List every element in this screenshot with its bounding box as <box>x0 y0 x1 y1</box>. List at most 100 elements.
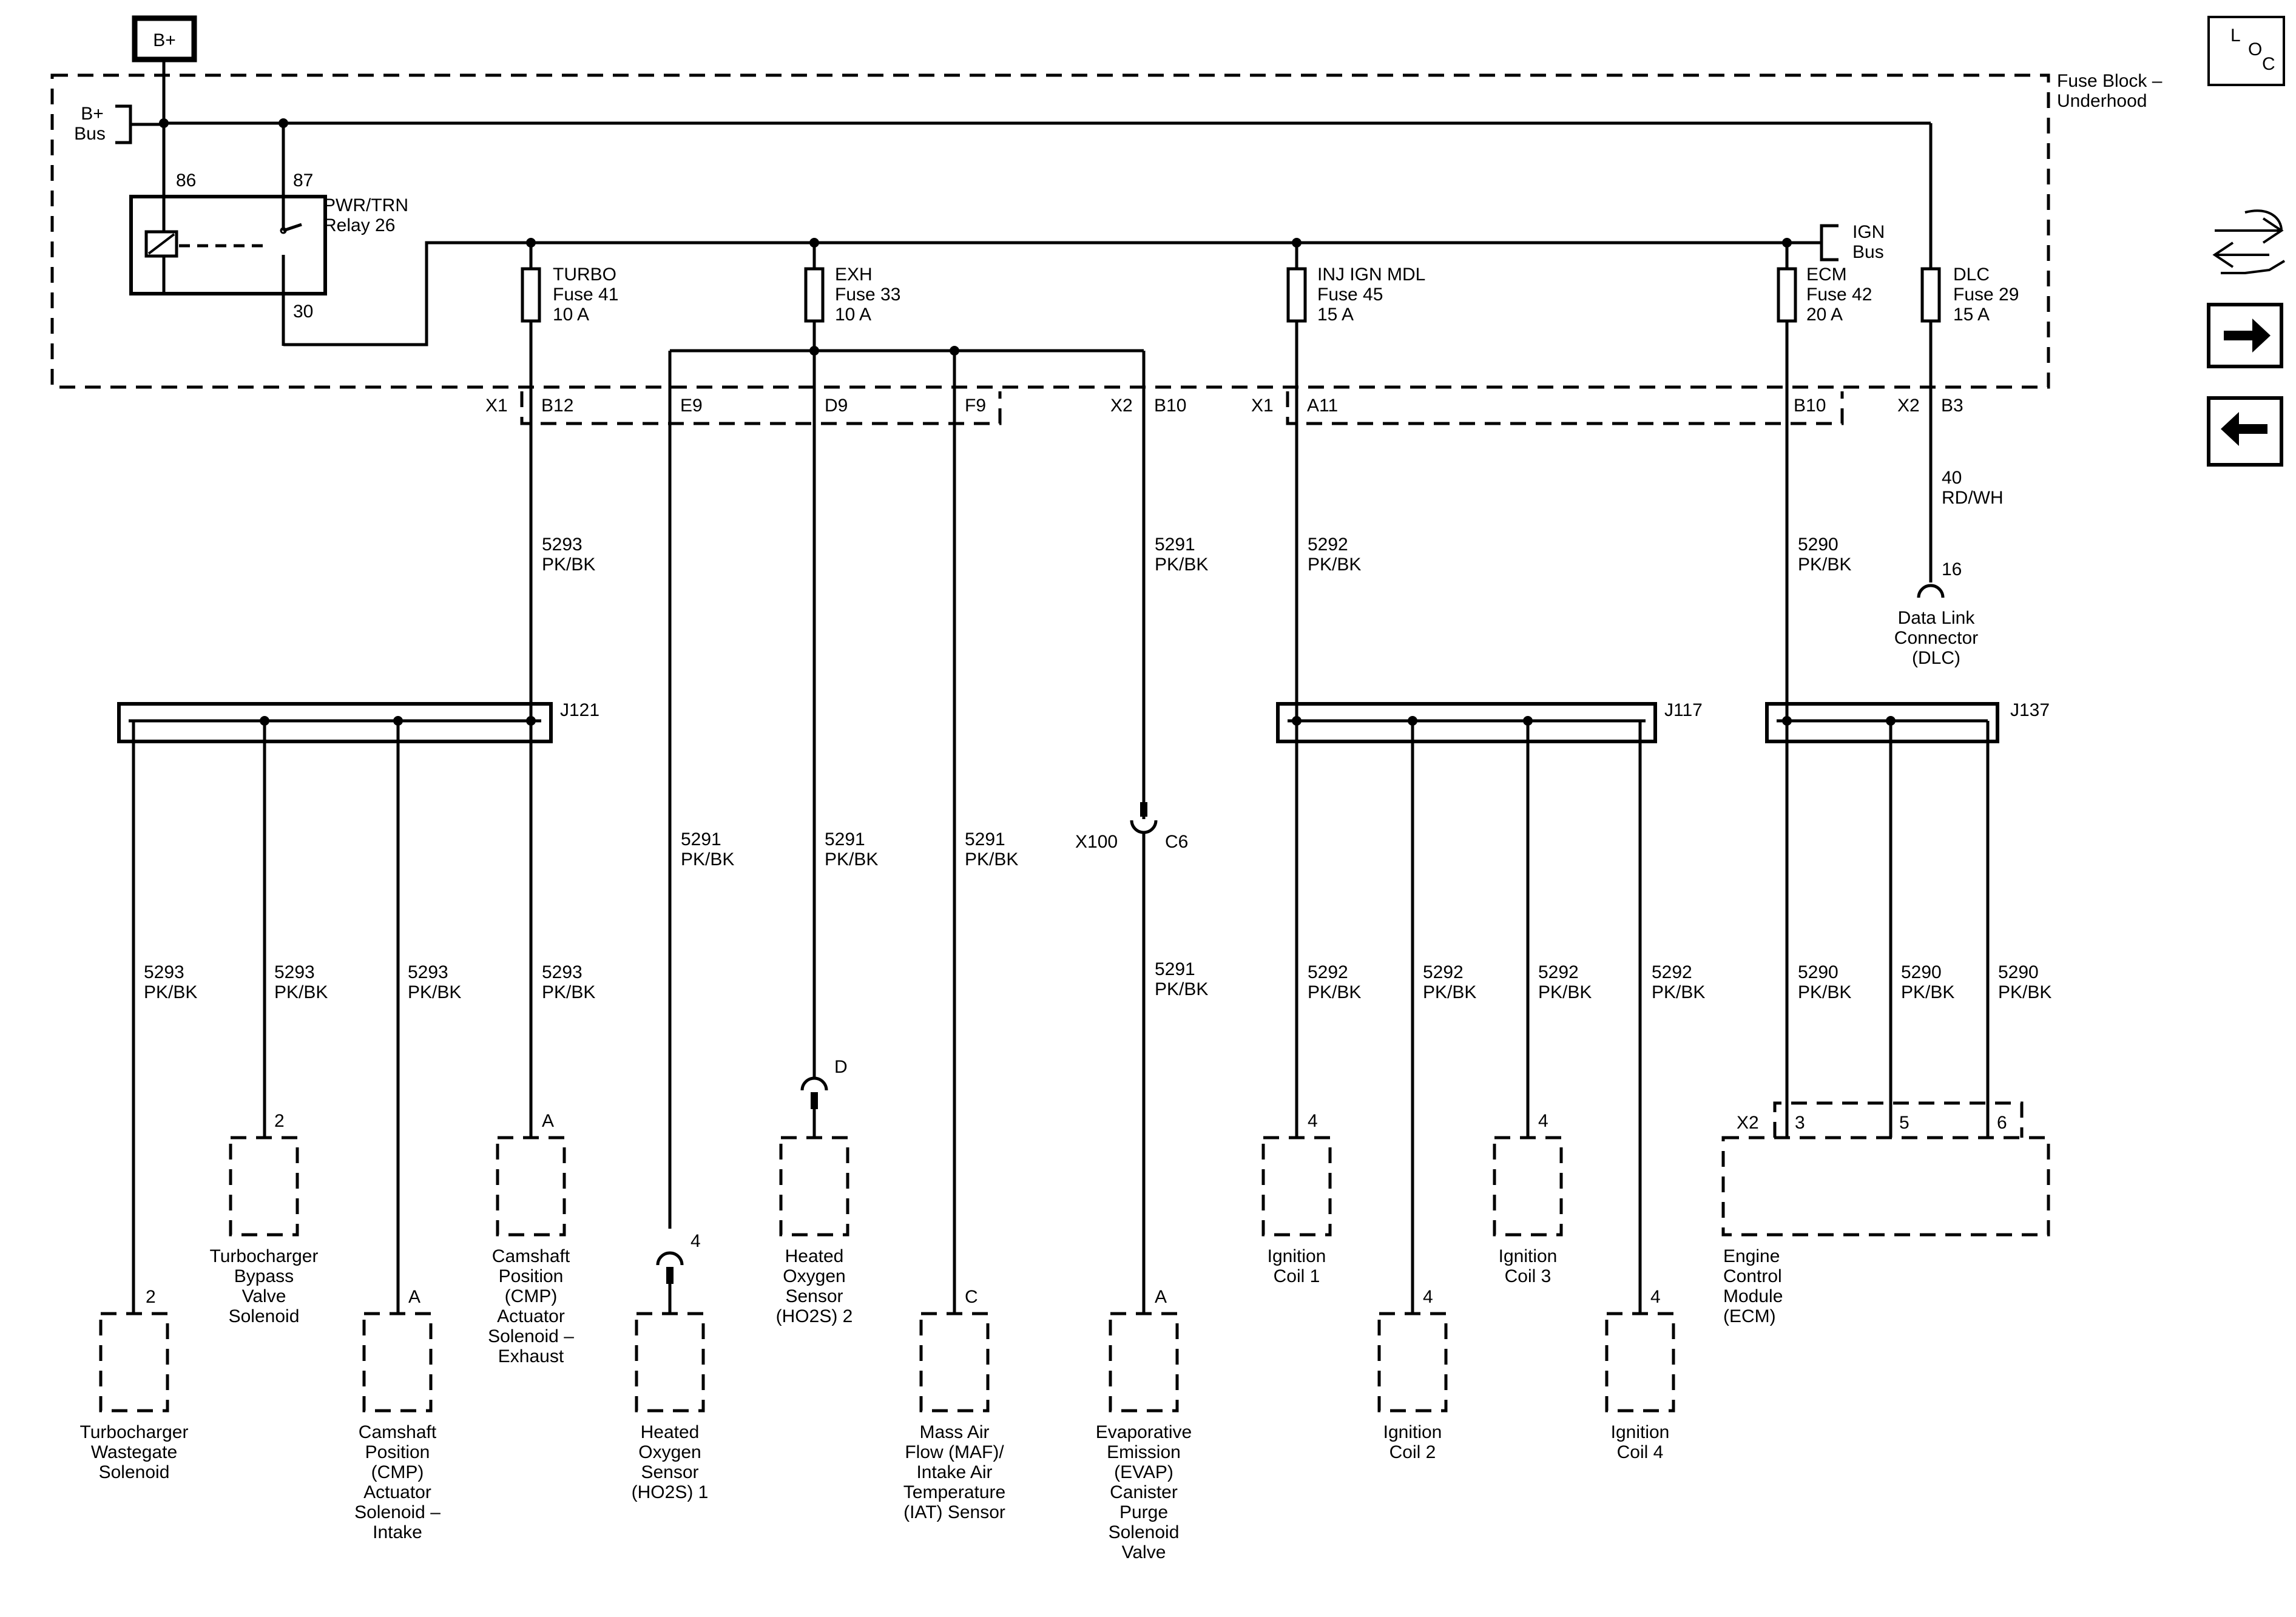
ecm-connector-x2 <box>1773 1101 2024 1138</box>
ign-bus-label-1: IGN <box>1852 222 1885 242</box>
wire-5290-upper-l2: PK/BK <box>1798 555 1851 575</box>
ignition-coil-4 <box>1605 1312 1675 1413</box>
connector-x1-left <box>520 391 1002 425</box>
svg-text:Solenoid –: Solenoid – <box>354 1502 441 1522</box>
svg-text:Evaporative: Evaporative <box>1096 1422 1192 1442</box>
wire-5293-c-l2: PK/BK <box>408 982 461 1002</box>
pin-ho2s2: D <box>834 1057 848 1077</box>
svg-text:Emission: Emission <box>1107 1442 1181 1462</box>
label-coil4: Ignition Coil 4 <box>1611 1422 1670 1462</box>
wire-5291-ho2s2-l2: PK/BK <box>825 849 878 869</box>
svg-text:Intake: Intake <box>373 1522 422 1542</box>
fuse-ecm-l3: 20 A <box>1806 305 1843 325</box>
c6-label: C6 <box>1165 832 1188 852</box>
turbo-wastegate-solenoid <box>99 1312 169 1413</box>
pin-ecm-6: 6 <box>1997 1113 2007 1133</box>
wire-5291-evap-l2: PK/BK <box>1155 979 1208 999</box>
conn-x1-left: X1 <box>485 396 508 416</box>
svg-text:Heated: Heated <box>641 1422 700 1442</box>
pin-maf: C <box>965 1287 978 1307</box>
wire-5291-evap-l1: 5291 <box>1155 959 1195 979</box>
svg-text:Coil 4: Coil 4 <box>1617 1442 1664 1462</box>
svg-text:(HO2S) 1: (HO2S) 1 <box>632 1482 709 1502</box>
bplus-badge: B+ <box>132 15 197 62</box>
svg-text:Exhaust: Exhaust <box>498 1346 564 1366</box>
svg-text:Position: Position <box>365 1442 430 1462</box>
fuse-exh <box>804 243 825 351</box>
wrench-arrows-icon[interactable] <box>2212 209 2286 274</box>
conn-b10-right: B10 <box>1794 396 1826 416</box>
pin-ecm-5: 5 <box>1899 1113 1909 1133</box>
dlc-terminal <box>1917 584 1945 598</box>
wire-40-l2: RD/WH <box>1942 488 2004 508</box>
pin-coil4: 4 <box>1650 1287 1661 1307</box>
wire-5291-maf-l2: PK/BK <box>965 849 1018 869</box>
wire-5291-ho2s2-l1: 5291 <box>825 829 865 849</box>
wire-5293-b-l1: 5293 <box>274 962 315 982</box>
relay-pin-86: 86 <box>176 170 196 191</box>
svg-text:Solenoid: Solenoid <box>229 1306 300 1326</box>
svg-text:(IAT) Sensor: (IAT) Sensor <box>903 1502 1005 1522</box>
fuse-block-enclosure <box>50 73 2050 389</box>
pin-bypass: 2 <box>274 1111 285 1131</box>
relay-name-2: Relay 26 <box>323 215 395 235</box>
svg-text:(HO2S) 2: (HO2S) 2 <box>776 1306 853 1326</box>
svg-text:Ignition: Ignition <box>1383 1422 1442 1442</box>
wire-5293-upper-l1: 5293 <box>542 535 582 555</box>
svg-text:Engine: Engine <box>1723 1246 1780 1266</box>
fuse-turbo-l1: TURBO <box>553 265 616 285</box>
fuse-block-title-1: Fuse Block – <box>2057 71 2163 91</box>
fuse-dlc-l3: 15 A <box>1953 305 1990 325</box>
bplus-bus-label-2: Bus <box>74 124 106 144</box>
wire-5290-b-l2: PK/BK <box>1901 982 1954 1002</box>
splice-j137-label: J137 <box>2010 700 2050 720</box>
svg-text:Valve: Valve <box>242 1286 286 1306</box>
wire-5291-ho2s1-l1: 5291 <box>681 829 721 849</box>
svg-text:(ECM): (ECM) <box>1723 1306 1776 1326</box>
splice-j121-label: J121 <box>560 700 599 720</box>
svg-text:Sensor: Sensor <box>785 1286 843 1306</box>
svg-text:Position: Position <box>499 1266 564 1286</box>
svg-text:Turbocharger: Turbocharger <box>80 1422 189 1442</box>
svg-text:Camshaft: Camshaft <box>359 1422 437 1442</box>
conn-x2-right: X2 <box>1897 396 1920 416</box>
svg-text:Camshaft: Camshaft <box>492 1246 570 1266</box>
label-coil3: Ignition Coil 3 <box>1499 1246 1558 1286</box>
svg-text:Control: Control <box>1723 1266 1782 1286</box>
fuse-block-title-2: Underhood <box>2057 91 2147 111</box>
fuse-ecm-l2: Fuse 42 <box>1806 285 1872 305</box>
svg-text:Coil 2: Coil 2 <box>1389 1442 1436 1462</box>
fuse-dlc-l2: Fuse 29 <box>1953 285 2019 305</box>
svg-text:Temperature: Temperature <box>903 1482 1005 1502</box>
label-coil1: Ignition Coil 1 <box>1268 1246 1326 1286</box>
svg-text:(EVAP): (EVAP) <box>1114 1462 1173 1482</box>
fuse-injign-l2: Fuse 45 <box>1317 285 1383 305</box>
dlc-label-1: Data Link <box>1898 608 1976 628</box>
fuse-inj-ign-mdl <box>1286 243 1307 719</box>
label-wastegate: Turbocharger Wastegate Solenoid <box>80 1422 189 1482</box>
arrow-right-icon[interactable] <box>2207 303 2283 368</box>
conn-x1-right: X1 <box>1251 396 1274 416</box>
wire-5292-d-l1: 5292 <box>1652 962 1692 982</box>
conn-b12: B12 <box>541 396 573 416</box>
wire-5292-c-l1: 5292 <box>1538 962 1579 982</box>
svg-text:Sensor: Sensor <box>641 1462 698 1482</box>
arrow-left-icon[interactable] <box>2207 396 2283 467</box>
wire-5292-a-l2: PK/BK <box>1308 982 1361 1002</box>
location-icon[interactable]: L O C <box>2207 16 2285 86</box>
svg-text:Solenoid: Solenoid <box>99 1462 170 1482</box>
conn-x2-mid: X2 <box>1110 396 1133 416</box>
fuse-injign-l1: INJ IGN MDL <box>1317 265 1425 285</box>
bplus-badge-label: B+ <box>153 30 176 50</box>
pin-cmp-intake: A <box>408 1287 420 1307</box>
label-ho2s2: Heated Oxygen Sensor (HO2S) 2 <box>776 1246 853 1326</box>
pin-ecm-x2: X2 <box>1737 1113 1759 1133</box>
ho2s2-terminal <box>800 1076 828 1138</box>
wire-5293-d-l1: 5293 <box>542 962 582 982</box>
label-bypass: Turbocharger Bypass Valve Solenoid <box>210 1246 319 1326</box>
wire-5293-d-l2: PK/BK <box>542 982 595 1002</box>
loc-letter-l: L <box>2230 25 2241 46</box>
svg-text:Flow (MAF)/: Flow (MAF)/ <box>905 1442 1004 1462</box>
svg-text:(CMP): (CMP) <box>371 1462 424 1482</box>
